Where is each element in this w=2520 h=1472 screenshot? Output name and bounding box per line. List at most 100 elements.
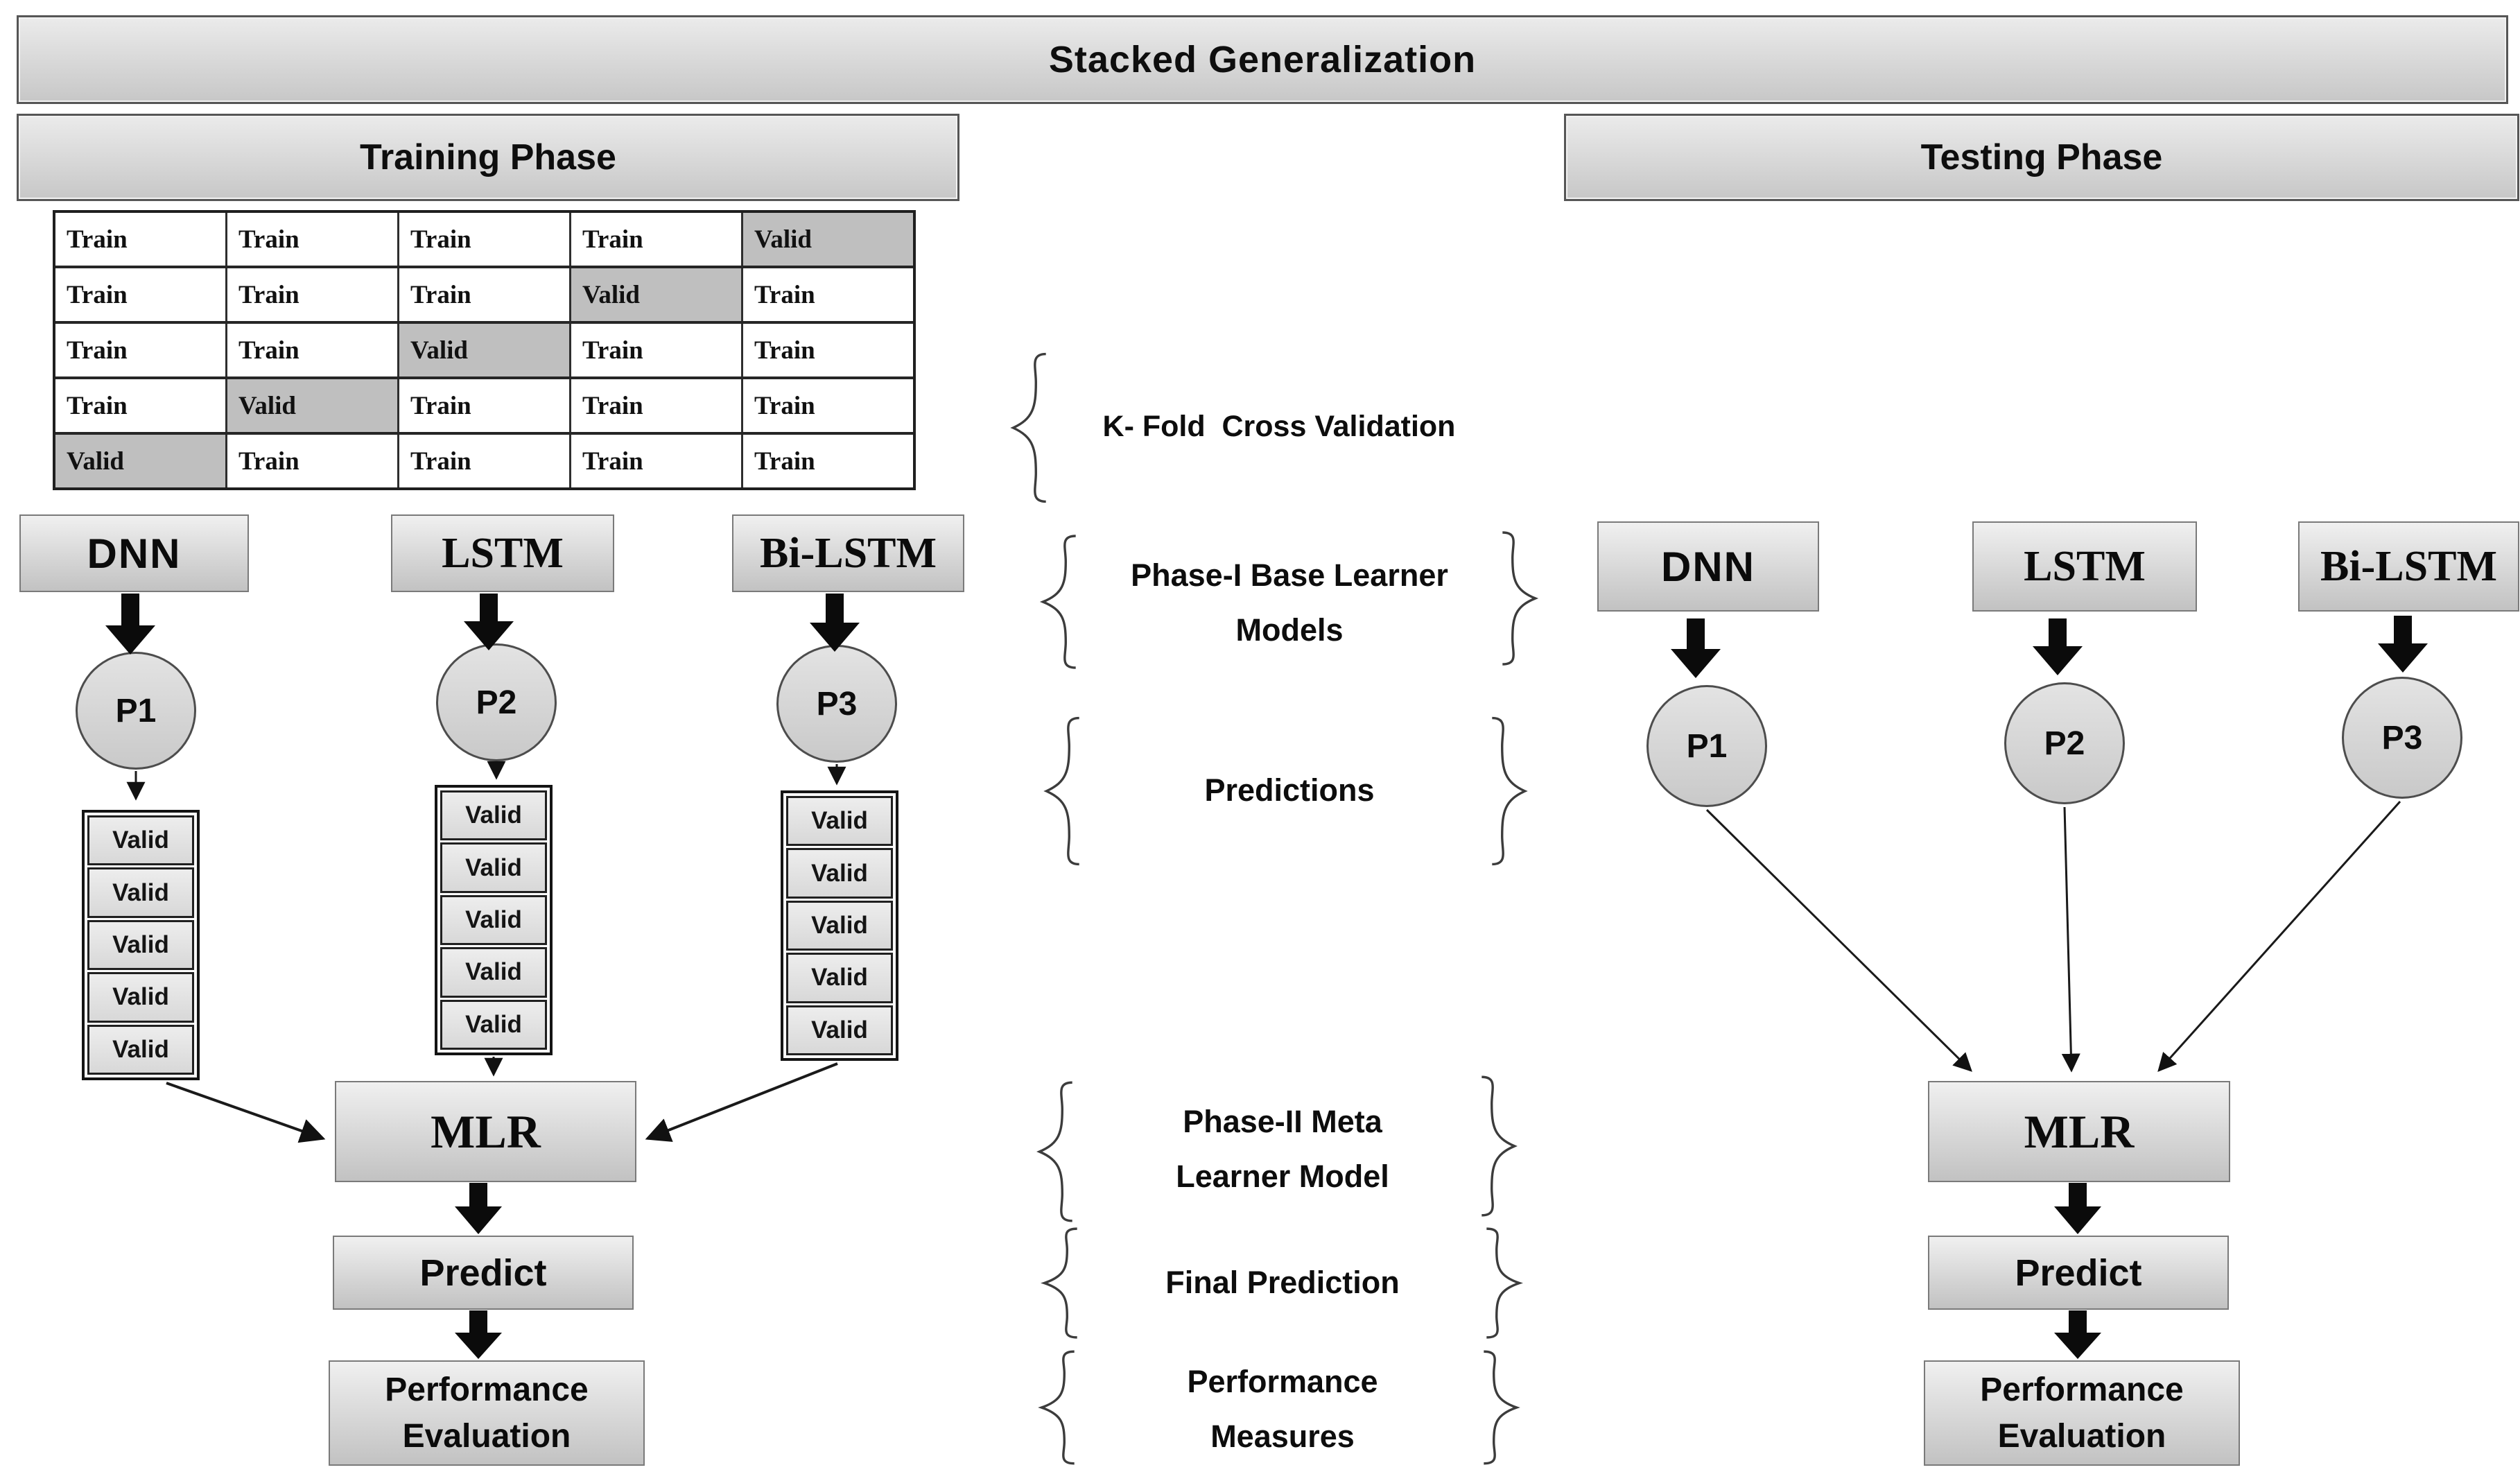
training-model-bilstm: Bi-LSTM [732, 514, 964, 592]
table-cell: Train [55, 379, 227, 432]
predictions-label-text: Predictions [1204, 772, 1375, 808]
performance-measures-line2: Measures [1210, 1418, 1355, 1454]
training-model-bilstm-label: Bi-LSTM [760, 529, 937, 577]
phase1-label: Phase-I Base Learner Models [1095, 537, 1484, 669]
phase2-right-brace [1473, 1073, 1524, 1219]
table-cell: Train [743, 379, 913, 432]
thick-arrow-testing-mlr-to-predict [2054, 1183, 2101, 1234]
table-cell: Train [227, 268, 399, 321]
training-perf-line2: Evaluation [402, 1418, 571, 1455]
phase2-label-line1: Phase-II Meta [1183, 1103, 1382, 1139]
testing-prediction-p3: P3 [2342, 677, 2462, 799]
table-cell: Valid [743, 213, 913, 266]
final-prediction-label: Final Prediction [1088, 1231, 1477, 1335]
phase2-label-line2: Learner Model [1176, 1158, 1389, 1194]
training-predict-label: Predict [419, 1252, 547, 1294]
table-cell: Train [55, 213, 227, 266]
thick-arrow-dnn-to-p1 [105, 594, 155, 655]
table-cell: Valid [571, 268, 743, 321]
training-perf-line1: Performance [385, 1371, 589, 1408]
training-model-dnn: DNN [19, 514, 249, 592]
testing-prediction-p1: P1 [1646, 685, 1767, 807]
valid-cell: Valid [440, 894, 547, 946]
table-cell: Train [227, 324, 399, 376]
table-cell: Train [227, 213, 399, 266]
training-meta-model-mlr: MLR [335, 1081, 636, 1182]
arrow-stack1-to-mlr [166, 1082, 326, 1143]
phase1-left-brace [1033, 532, 1084, 671]
phase2-label: Phase-II Meta Learner Model [1088, 1082, 1477, 1217]
valid-cell: Valid [440, 999, 547, 1050]
testing-phase-header: Testing Phase [1564, 114, 2519, 201]
training-phase-title: Training Phase [360, 137, 616, 177]
valid-cell: Valid [87, 972, 194, 1023]
valid-cell: Valid [786, 953, 893, 1003]
table-cell: Train [399, 379, 571, 432]
testing-predict-label: Predict [2015, 1252, 2142, 1294]
table-cell: Train [743, 435, 913, 487]
kfold-left-brace [1003, 350, 1054, 505]
testing-meta-model-mlr: MLR [1928, 1081, 2230, 1182]
testing-phase-title: Testing Phase [1920, 137, 2163, 177]
testing-model-dnn: DNN [1597, 521, 1819, 612]
testing-performance-evaluation-box: Performance Evaluation [1924, 1360, 2240, 1466]
training-model-lstm-label: LSTM [442, 529, 564, 577]
final-prediction-left-brace [1034, 1226, 1086, 1340]
table-cell: Train [571, 213, 743, 266]
table-cell: Train [571, 379, 743, 432]
thick-arrow-lstm-to-p2 [464, 594, 514, 650]
table-cell: Valid [227, 379, 399, 432]
training-mlr-label: MLR [431, 1105, 541, 1158]
training-prediction-p1: P1 [76, 652, 196, 770]
valid-cell: Valid [87, 815, 194, 866]
thick-arrow-bilstm-to-p3 [810, 594, 860, 652]
arrow-testing-p1-to-mlr [1705, 808, 1972, 1072]
testing-p1-label: P1 [1686, 727, 1728, 765]
training-model-lstm: LSTM [391, 514, 614, 592]
performance-measures-line1: Performance [1187, 1363, 1378, 1399]
arrow-testing-p3-to-mlr [2157, 800, 2401, 1073]
table-cell: Train [227, 435, 399, 487]
training-predict-box: Predict [333, 1236, 634, 1310]
table-cell: Train [571, 435, 743, 487]
performance-measures-right-brace [1475, 1349, 1527, 1466]
thick-arrow-predict-to-perf [455, 1310, 502, 1359]
testing-perf-line1: Performance [1980, 1371, 2184, 1408]
valid-cell: Valid [786, 796, 893, 847]
thick-arrow-testing-predict-to-perf [2054, 1310, 2101, 1359]
valid-cell: Valid [786, 1005, 893, 1056]
training-model-dnn-label: DNN [87, 530, 182, 577]
testing-model-bilstm: Bi-LSTM [2298, 521, 2519, 612]
training-prediction-p3: P3 [776, 645, 897, 763]
testing-model-bilstm-label: Bi-LSTM [2320, 542, 2497, 590]
training-prediction-p2: P2 [436, 643, 557, 761]
thick-arrow-testing-dnn-to-p1 [1671, 618, 1721, 678]
predictions-right-brace [1484, 714, 1535, 868]
phase1-label-line1: Phase-I Base Learner [1131, 557, 1448, 594]
thick-arrow-testing-bilstm-to-p3 [2378, 616, 2428, 673]
final-prediction-right-brace [1478, 1226, 1529, 1340]
testing-prediction-p2: P2 [2004, 682, 2125, 804]
phase2-left-brace [1029, 1079, 1081, 1224]
valid-cell: Valid [87, 919, 194, 971]
table-cell: Train [399, 268, 571, 321]
table-cell: Train [743, 324, 913, 376]
diagram-title: Stacked Generalization [1048, 39, 1477, 80]
testing-model-lstm: LSTM [1972, 521, 2197, 612]
table-cell: Valid [399, 324, 571, 376]
diagram-title-bar: Stacked Generalization [17, 15, 2508, 104]
testing-perf-line2: Evaluation [1997, 1418, 2166, 1455]
performance-measures-label: Performance Measures [1088, 1352, 1477, 1466]
arrow-testing-p2-to-mlr [2061, 806, 2080, 1073]
training-p2-label: P2 [476, 684, 517, 721]
table-cell: Valid [55, 435, 227, 487]
